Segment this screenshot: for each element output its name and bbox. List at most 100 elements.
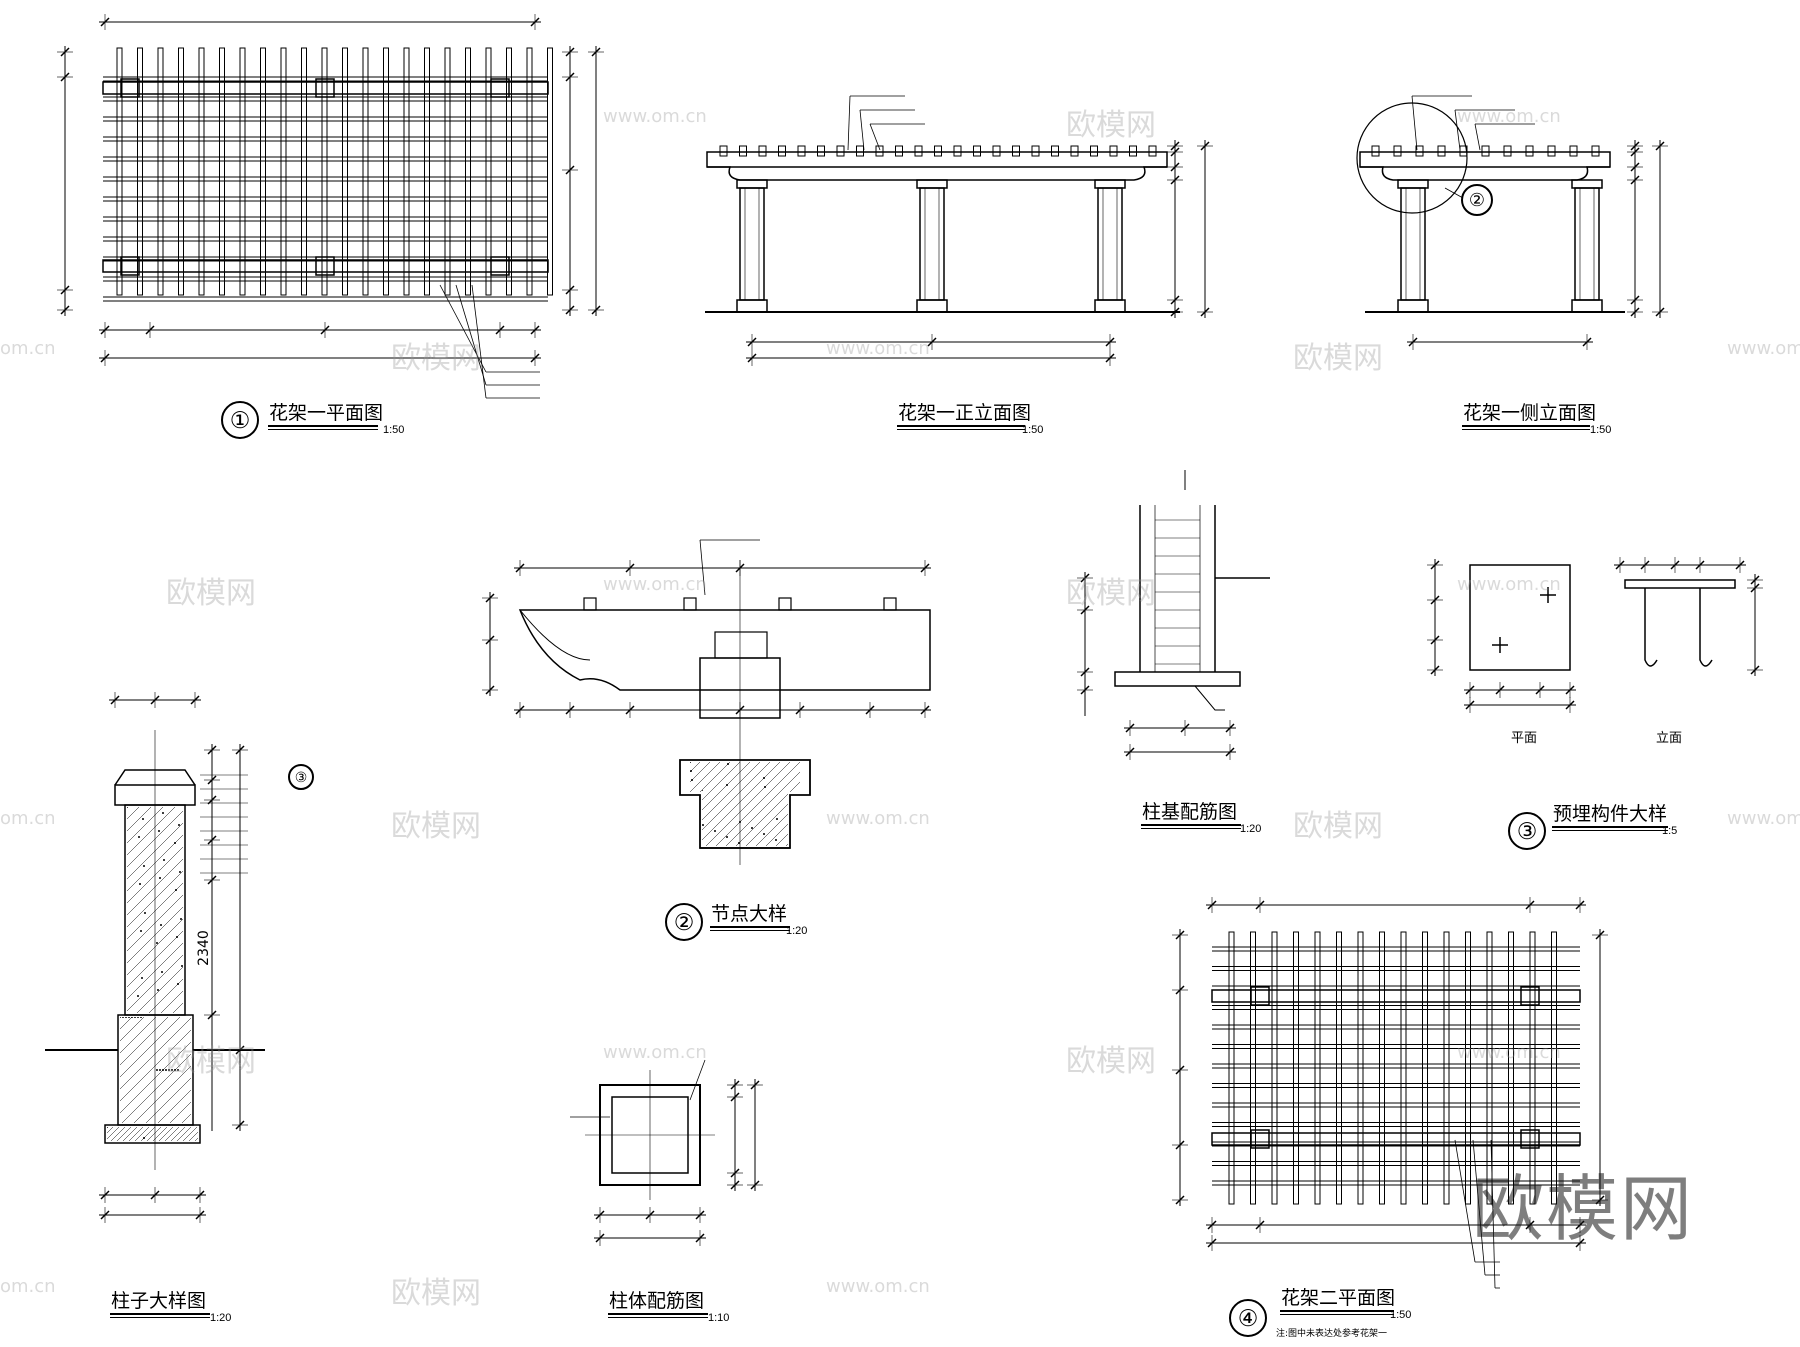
hatch-line [735,793,788,846]
hatch-line [127,807,152,832]
hatch-line [127,834,183,892]
hatch-dot [140,1017,142,1018]
plate-plan [1469,564,1571,671]
embed-elev-label: 立面 [1656,731,1683,746]
hatch-line [188,1131,198,1141]
hatch-dot [134,1017,136,1018]
hatch-dot [726,836,728,838]
column-title: 柱子大样图 [111,1290,207,1312]
leader-line [689,1059,706,1101]
watermark: 欧模网 [1293,809,1383,844]
watermark: 欧模网 [1066,1044,1156,1079]
rafter-end [856,145,864,157]
hatch-dot [131,1017,133,1018]
rafter-end [1503,145,1512,157]
hatch-line [116,1127,132,1141]
side-scale: 1:50 [1590,424,1612,436]
column-shaft [1400,187,1426,301]
rafter-end [797,145,806,157]
hatch-line [779,771,800,792]
rafter-plan [280,47,287,296]
hatch-dot [159,877,161,879]
column-plan [1250,986,1270,1006]
section-title: 柱体配筋图 [609,1290,705,1312]
rafter-plan [362,47,369,296]
hatch-line [170,1127,186,1141]
leader-line [1454,1139,1476,1263]
watermark: 欧模网 [391,341,481,376]
plan2-scale: 1:50 [1390,1309,1412,1321]
hatch-line [134,1127,150,1141]
hatch-dot [171,1069,173,1071]
hatch-line [709,762,741,792]
side-title-underline [1462,425,1590,427]
rafter-plan [465,47,471,296]
hatch-line [725,790,783,846]
hatch-line [699,762,731,792]
concrete-hatch [120,1017,191,1123]
hatch-line [176,1127,192,1141]
hatch-line [127,846,183,904]
anchor-bar [1699,588,1713,667]
base-title-underline [1141,824,1241,826]
plan1-scale: 1:50 [383,424,405,436]
hatch-dot [702,824,704,826]
leader-line [869,123,881,151]
concrete-hatch [127,807,183,1013]
watermark: om.cn [0,808,56,829]
hatch-line [127,894,183,952]
detail-circle [1356,102,1468,214]
hatch-line [749,762,781,792]
rafter-plan [198,47,205,296]
rafter-plan [137,47,143,296]
rafter-plan [157,47,164,296]
hatch-dot [690,770,692,772]
pergola-1-side-elevation [1356,95,1668,350]
rafter-plan [321,47,328,296]
pergola-1-plan-drawing [57,14,604,399]
hatch-line [745,803,788,846]
hatch-line [690,762,711,783]
watermark: 欧模网 [1066,108,1156,143]
hatch-dot [714,830,716,832]
hatch-dot [125,1017,127,1018]
hatch-dot [738,842,740,844]
hatch-dot [128,1017,130,1018]
leader-line [847,95,851,151]
front-title: 花架一正立面图 [898,402,1032,424]
hatch-line [194,1137,198,1141]
column-plan [315,78,335,98]
node-title-underline-2 [710,930,790,931]
beam-end-profile [707,166,1167,181]
hatch-dot [161,971,163,973]
column-plan [1520,1129,1540,1149]
rafter-plan [485,47,492,296]
rafter-plan [383,47,389,296]
rafter-end [1090,145,1098,157]
rafter-plan [301,47,307,296]
main-beam-plan [1211,989,1581,1003]
column-base [1094,299,1126,313]
hatch-line [172,1002,183,1013]
hatch-dot [144,912,146,914]
hatch-line [107,1127,120,1140]
hatch-line [789,781,800,792]
concrete-hatch [107,1127,198,1141]
hatch-line [127,906,183,964]
leader-line [1454,109,1461,151]
watermark: om.cn [0,338,56,359]
leader-line [1411,95,1418,151]
hatch-dot [160,924,162,926]
base-title-underline-2 [1141,828,1241,829]
hatch-dot [140,930,142,932]
column-capital [736,179,768,189]
hatch-dot [127,807,128,808]
rafter-end [778,145,786,157]
watermark: www.om.cn [826,338,930,359]
hatch-line [127,807,140,820]
hatch-line [120,1017,133,1030]
leader-line [455,284,487,386]
hatch-dot [726,784,728,786]
hatch-line [127,858,183,916]
